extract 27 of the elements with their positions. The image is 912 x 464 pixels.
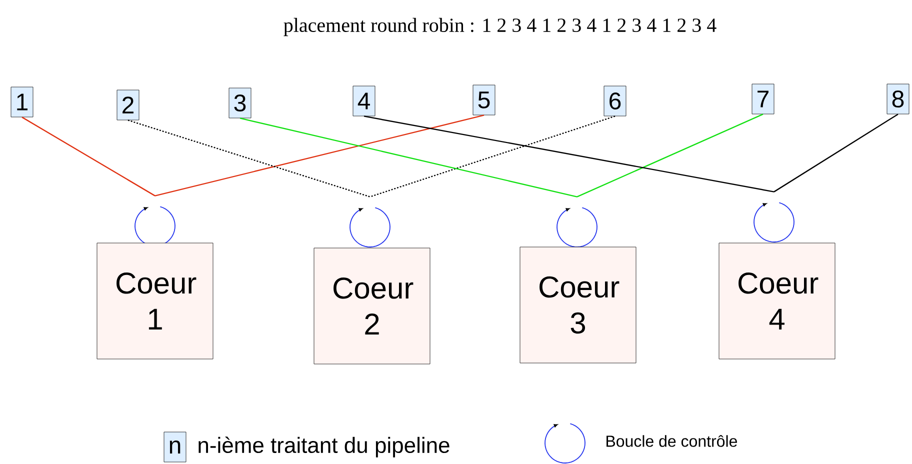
- core-box: Coeur 3: [520, 246, 636, 364]
- number-box: 7: [752, 84, 774, 114]
- connector-line: [364, 116, 774, 192]
- number-box: 5: [472, 84, 496, 116]
- connector-line: [22, 116, 156, 196]
- loop-symbol: [350, 207, 390, 248]
- loop-symbol: [754, 202, 794, 242]
- number-box: 2: [116, 90, 140, 120]
- number-box: 1: [10, 86, 34, 118]
- connector-line: [774, 114, 898, 192]
- number-box: 3: [228, 88, 252, 118]
- number-box: 6: [604, 86, 626, 116]
- legend-sample-box: n: [164, 432, 186, 462]
- core-box: Coeur 2: [314, 248, 430, 364]
- number-box: 8: [886, 84, 910, 114]
- number-box: 4: [352, 86, 376, 116]
- connector-line: [154, 114, 484, 196]
- core-box: Coeur 4: [718, 242, 836, 360]
- legend-text: n-ième traitant du pipeline: [198, 436, 450, 458]
- connector-line: [576, 114, 764, 198]
- connector-line: [370, 116, 616, 198]
- loop-symbol: [556, 207, 598, 248]
- core-box: Coeur 1: [96, 242, 214, 360]
- connector-line: [128, 120, 370, 198]
- connector-line: [240, 118, 578, 198]
- legend-text: Boucle de contrôle: [606, 435, 737, 447]
- title: placement round robin : 1 2 3 4 1 2 3 4 1 2 3 4 1 2 3 4: [284, 18, 716, 36]
